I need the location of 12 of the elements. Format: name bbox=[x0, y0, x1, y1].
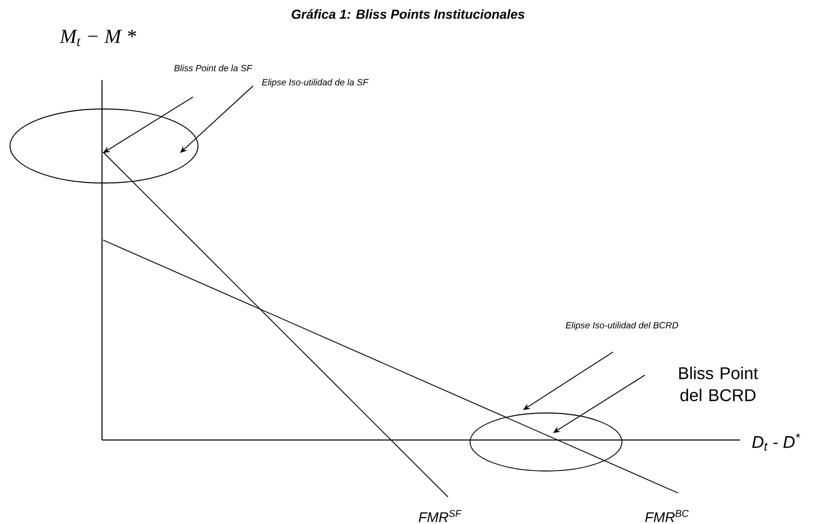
curve-label: FMR$^{BC}$ bbox=[645, 510, 689, 522]
axis-label: M$_{t}$ − M * bbox=[60, 30, 136, 46]
annotation-text: Bliss Point del BCRD bbox=[679, 366, 758, 402]
annotation-text: Elipse Iso-utilidad del BCRD bbox=[566, 322, 678, 330]
curve-label: FMR$^{SF}$ bbox=[418, 510, 462, 522]
annotation-text: Elipse Iso-utilidad de la SF bbox=[262, 78, 369, 88]
annotation-text: Bliss Point de la SF bbox=[174, 64, 252, 72]
ellipse bbox=[470, 412, 622, 472]
ellipse bbox=[10, 108, 198, 184]
title: Gráfica 1: Bliss Points Institucionales bbox=[292, 9, 524, 19]
axis-label: D$_{t}$ - D$^{*}$ bbox=[752, 433, 800, 451]
leader-line bbox=[180, 86, 254, 153]
